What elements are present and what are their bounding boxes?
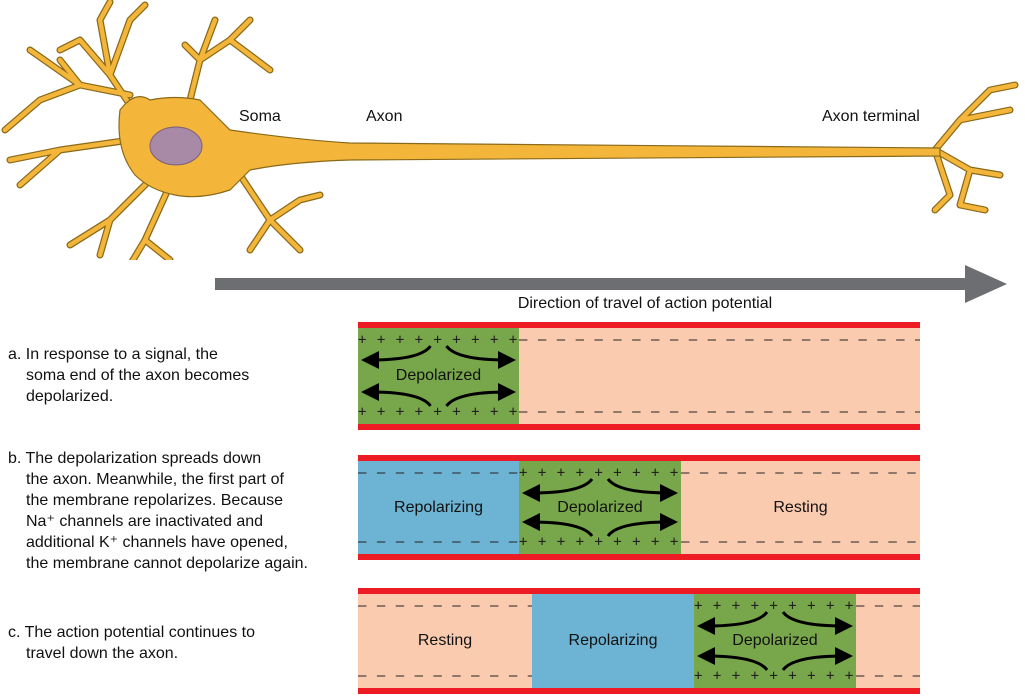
neuron-illustration — [1, 0, 1019, 260]
resting-segment: – – – – – – – – – – – – – – – – – – – – … — [856, 594, 920, 688]
axon-panel-b: – – – – – – – – – – – – – – – – – – – – … — [358, 455, 920, 560]
arrow-icon — [606, 478, 678, 502]
membrane-top — [358, 455, 920, 461]
depolarized-segment: + + + + + + + + + + + Depolarized + + + … — [358, 328, 519, 424]
soma-label: Soma — [239, 108, 281, 125]
membrane-top — [358, 322, 920, 328]
arrow-icon — [445, 345, 516, 369]
positive-charges: + + + + + + + + + + + — [358, 332, 519, 348]
arrow-icon — [781, 647, 853, 671]
current-flow-arrows-icon — [522, 478, 678, 537]
membrane-bottom — [358, 424, 920, 430]
repolarizing-segment: – – – – – – – – – – – – – – – – – – – – … — [358, 461, 519, 554]
arrow-icon — [361, 383, 432, 407]
arrow-icon — [697, 647, 769, 671]
nucleus — [149, 126, 203, 166]
repolarizing-segment: Repolarizing — [532, 594, 694, 688]
direction-arrow-icon — [215, 265, 1007, 303]
negative-charges: – – – – – – – – – – – – – – – – – – – – … — [519, 404, 920, 420]
negative-charges: – – – – – – – – – – – – – – – – – – – – … — [358, 534, 519, 550]
state-label: Resting — [773, 498, 828, 516]
direction-label: Direction of travel of action potential — [517, 295, 773, 312]
axon-label: Axon — [366, 108, 403, 125]
arrow-icon — [697, 611, 769, 635]
negative-charges: – – – – – – – – – – – – – – – – – – – – … — [358, 668, 532, 684]
membrane-top — [358, 588, 920, 594]
depolarized-segment: + + + + + + + + + + + Depolarized + + + … — [694, 594, 856, 688]
state-label: Depolarized — [395, 367, 482, 384]
negative-charges: – – – – – – – – – – – – – – – – – – – – … — [681, 465, 920, 481]
arrow-icon — [361, 345, 432, 369]
state-label: Repolarizing — [568, 632, 658, 649]
axon-terminal-label: Axon terminal — [822, 108, 920, 125]
negative-charges: – – – – – – – – – – – – – – – – – – – – … — [856, 668, 920, 684]
resting-segment: – – – – – – – – – – – – – – – – – – – – … — [358, 594, 532, 688]
positive-charges: + + + + + + + + + + + — [519, 534, 681, 550]
soma-body — [118, 96, 941, 198]
arrow-icon — [445, 383, 516, 407]
negative-charges: – – – – – – – – – – – – – – – – – – – – … — [358, 598, 532, 614]
positive-charges: + + + + + + + + + + + — [694, 668, 856, 684]
negative-charges: – – – – – – – – – – – – – – – – – – – – … — [681, 534, 920, 550]
state-label: Repolarizing — [394, 498, 483, 516]
state-label: Resting — [417, 632, 473, 649]
current-flow-arrows-icon — [361, 345, 516, 407]
negative-charges: – – – – – – – – – – – – – – – – – – – – … — [856, 598, 920, 614]
membrane-bottom — [358, 688, 920, 694]
depolarized-segment: + + + + + + + + + + + Depolarized + + + … — [519, 461, 681, 554]
resting-segment: – – – – – – – – – – – – – – – – – – – – … — [681, 461, 920, 554]
positive-charges: + + + + + + + + + + + — [519, 465, 681, 481]
negative-charges: – – – – – – – – – – – – – – – – – – – – … — [358, 465, 519, 481]
positive-charges: + + + + + + + + + + + — [694, 598, 856, 614]
axon-panel-a: + + + + + + + + + + + Depolarized + + + … — [358, 322, 920, 430]
arrow-icon — [522, 513, 594, 537]
state-label: Depolarized — [557, 498, 643, 516]
positive-charges: + + + + + + + + + + + — [358, 404, 519, 420]
axon-panel-c: – – – – – – – – – – – – – – – – – – – – … — [358, 588, 920, 694]
state-label: Depolarized — [732, 632, 818, 649]
arrow-icon — [606, 513, 678, 537]
arrow-icon — [522, 478, 594, 502]
resting-segment: – – – – – – – – – – – – – – – – – – – – … — [519, 328, 920, 424]
current-flow-arrows-icon — [697, 611, 853, 671]
arrow-icon — [781, 611, 853, 635]
negative-charges: – – – – – – – – – – – – – – – – – – – – … — [519, 332, 920, 348]
membrane-bottom — [358, 554, 920, 560]
